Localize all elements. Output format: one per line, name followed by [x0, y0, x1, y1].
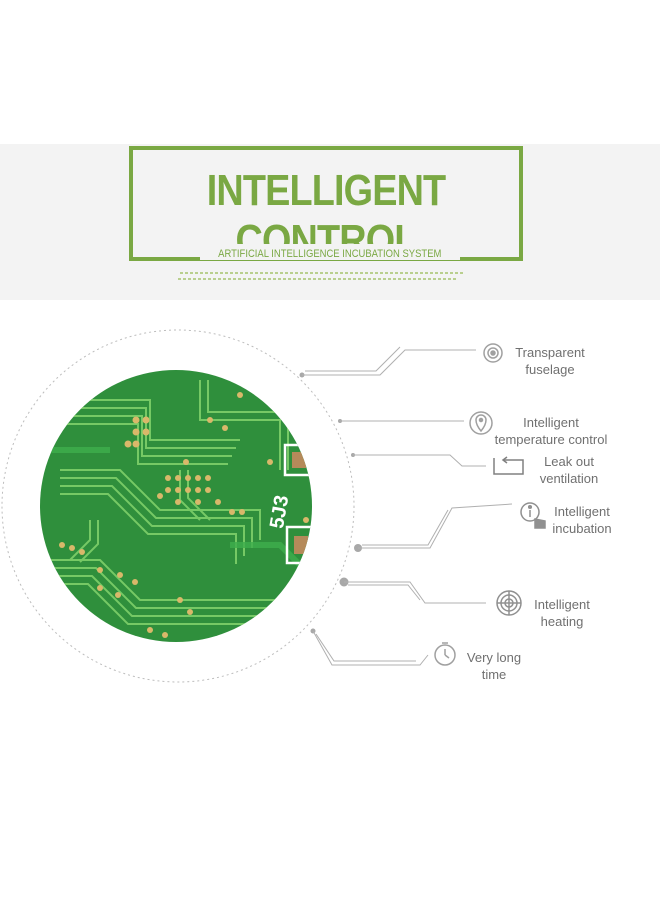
- target-icon: [483, 343, 503, 363]
- location-pin-icon: [469, 411, 493, 435]
- feature-line: temperature control: [494, 432, 608, 447]
- stopwatch-icon: [434, 642, 456, 666]
- feature-line: Intelligent: [534, 597, 590, 612]
- feature-line: Very long: [466, 650, 522, 665]
- page-subtitle: ARTIFICIAL INTELLIGENCE INCUBATION SYSTE…: [218, 248, 442, 260]
- subtitle-wrap: ARTIFICIAL INTELLIGENCE INCUBATION SYSTE…: [200, 244, 460, 260]
- feature-label-leak-out-ventilation: Leak out ventilation: [528, 453, 610, 487]
- feature-line: Transparent: [515, 345, 585, 360]
- feature-label-very-long-time: Very long time: [458, 649, 530, 683]
- feature-line: Intelligent: [554, 504, 610, 519]
- decorative-dots: [180, 272, 465, 274]
- feature-label-intelligent-incubation: Intelligent incubation: [544, 503, 620, 537]
- feature-line: fuselage: [525, 362, 575, 377]
- feature-label-intelligent-heating: Intelligent heating: [524, 596, 600, 630]
- header-banner: [0, 144, 660, 300]
- feature-label-temperature-control: Intelligent temperature control: [486, 414, 616, 448]
- feature-line: ventilation: [539, 471, 599, 486]
- circuit-board-image: 5J3: [40, 370, 312, 642]
- leader-lines: [302, 346, 513, 666]
- feature-line: Leak out: [544, 454, 594, 469]
- radar-icon: [496, 590, 522, 616]
- info-hand-icon: [520, 502, 546, 529]
- outer-ring: [1, 329, 355, 683]
- feature-line: time: [481, 667, 507, 682]
- feature-line: incubation: [552, 521, 612, 536]
- feature-line: heating: [540, 614, 584, 629]
- decorative-dots: [178, 278, 458, 280]
- return-arrow-icon: [493, 456, 524, 475]
- feature-line: Intelligent: [523, 415, 579, 430]
- feature-label-transparent-fuselage: Transparent fuselage: [505, 344, 595, 378]
